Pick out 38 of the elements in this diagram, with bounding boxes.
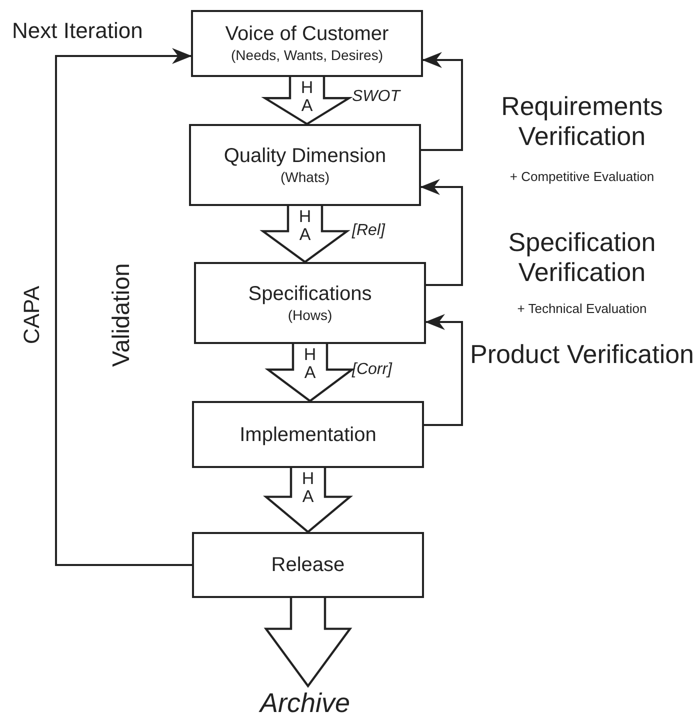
arrow-annotation: [Corr]: [352, 361, 392, 379]
edge-label: H A: [301, 470, 315, 506]
process-label: Product Verification: [470, 340, 694, 370]
process-box: [189, 124, 421, 206]
process-box: [192, 401, 424, 468]
process-box: [192, 532, 424, 598]
feedback-arrow: [420, 179, 463, 286]
block-arrow: [262, 466, 354, 534]
annotation-label: Next Iteration: [12, 18, 143, 44]
block-arrow: [264, 342, 356, 402]
note-label: + Competitive Evaluation: [508, 170, 656, 185]
process-box: [194, 262, 426, 344]
feedback-arrow: [55, 48, 192, 566]
process-box: [191, 10, 423, 77]
feedback-arrow: [421, 52, 463, 151]
feedback-arrow: [424, 314, 463, 426]
block-arrow: [261, 76, 353, 126]
box-subtitle: (Whats): [280, 168, 330, 186]
process-label: Requirements Verification: [500, 92, 664, 152]
box-subtitle: (Needs, Wants, Desires): [231, 46, 383, 65]
terminal-label: Archive: [260, 688, 350, 718]
box-title: Specifications: [248, 282, 372, 306]
arrow-annotation: SWOT: [352, 88, 400, 106]
vertical-label: Validation: [108, 263, 136, 367]
edge-label: H A: [298, 208, 312, 244]
block-arrow: [264, 596, 352, 688]
arrow-annotation: [Rel]: [352, 222, 385, 240]
box-title: Implementation: [240, 422, 376, 446]
edge-label: H A: [303, 346, 317, 382]
edge-label: H A: [300, 79, 314, 115]
box-title: Voice of Customer: [225, 22, 389, 46]
box-title: Quality Dimension: [224, 144, 386, 168]
box-title: Release: [271, 553, 345, 577]
vertical-label: CAPA: [19, 286, 46, 344]
process-label: Specification Verification: [507, 228, 657, 288]
box-subtitle: (Hows): [288, 306, 332, 324]
note-label: + Technical Evaluation: [516, 302, 648, 317]
block-arrow: [260, 204, 350, 264]
